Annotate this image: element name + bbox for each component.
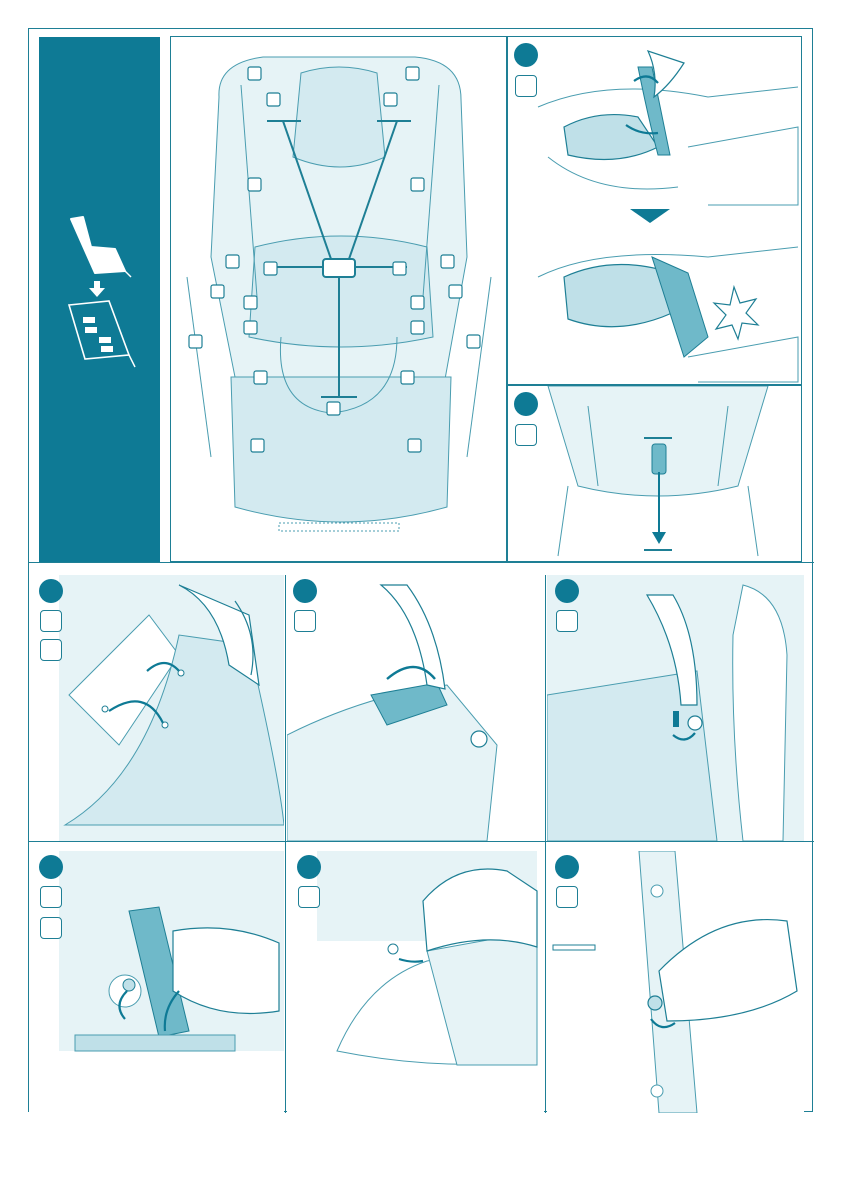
click-burst-icon (714, 287, 758, 339)
step-badge (514, 392, 538, 416)
step-badge (514, 43, 538, 67)
panel-armrest-cover (287, 575, 544, 841)
step-checkbox (515, 75, 537, 97)
step-checkbox (40, 610, 62, 632)
step-badge (555, 579, 579, 603)
arrow-down-icon (89, 281, 105, 297)
seat-icon (71, 217, 131, 277)
row-divider (29, 841, 814, 842)
step-badge (39, 855, 63, 879)
panel-strap-threading (507, 36, 802, 385)
instruction-sheet-icon (69, 301, 135, 367)
panel-clip-release (29, 851, 284, 1113)
sidebar-panel (39, 37, 160, 562)
step-checkbox (515, 424, 537, 446)
step-checkbox (556, 610, 578, 632)
step-checkbox (298, 886, 320, 908)
panel-snap-button (547, 851, 804, 1113)
step-checkbox (556, 886, 578, 908)
step-checkbox (294, 610, 316, 632)
step-checkbox (40, 886, 62, 908)
arrow-down-icon (652, 532, 666, 544)
arrow-down-icon (630, 209, 670, 223)
instruction-page (28, 28, 813, 1112)
step-badge (297, 855, 321, 879)
seat-cover-diagram (170, 36, 507, 562)
column-divider (285, 575, 286, 1113)
panel-buckle-pull (507, 385, 802, 562)
step-badge (39, 579, 63, 603)
row-divider (29, 562, 814, 563)
panel-side-fasteners (29, 575, 284, 841)
panel-button-release (547, 575, 804, 841)
step-badge (293, 579, 317, 603)
panel-cover-edge (287, 851, 544, 1113)
step-checkbox (40, 917, 62, 939)
step-checkbox (40, 639, 62, 661)
step-badge (555, 855, 579, 879)
column-divider (545, 575, 546, 1113)
